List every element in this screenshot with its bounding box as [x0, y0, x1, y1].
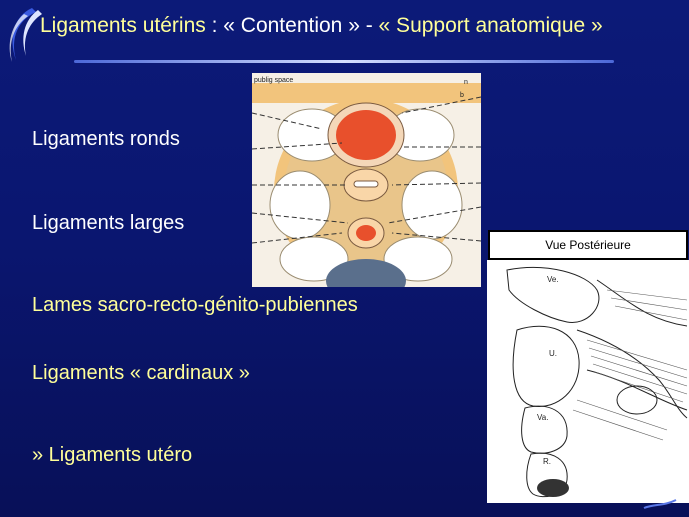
label-ve: Ve. [547, 275, 559, 284]
posterior-view-drawing: Ve. U. Va. R. [506, 267, 688, 498]
title-part-contention: : « Contention » - [205, 14, 379, 37]
corner-decoration-icon [643, 499, 677, 509]
label-r: R. [543, 457, 551, 466]
pelvis-cross-section-figure: publig space b n [251, 73, 482, 303]
posterior-view-figure: Ve. U. Va. R. [487, 260, 689, 503]
title-part-support: « Support anatomique » [378, 14, 603, 37]
title-divider [74, 60, 614, 63]
figure-top-label-n: n [464, 79, 468, 86]
bullet-ligaments-utero: » Ligaments utéro [32, 444, 193, 466]
title-part-ligaments: Ligaments utérins [40, 14, 206, 37]
bullet-ligaments-ronds: Ligaments ronds [32, 128, 180, 150]
label-u: U. [549, 349, 557, 358]
figure-caption: Vue Postérieure [488, 230, 688, 260]
bullet-ligaments-larges: Ligaments larges [32, 212, 185, 234]
pelvis-cross-section-drawing: publig space b n [251, 73, 482, 303]
bullet-ligaments-cardinaux: Ligaments « cardinaux » [32, 362, 250, 384]
bullet-lames-sacro: Lames sacro-recto-génito-pubiennes [32, 294, 358, 316]
label-va: Va. [537, 413, 548, 422]
figure-top-label-publig: publig space [254, 77, 293, 84]
figure-top-label-b: b [460, 92, 464, 99]
slide-title: Ligaments utérins : « Contention » - « S… [40, 14, 680, 38]
institution-logo-icon [9, 8, 42, 62]
